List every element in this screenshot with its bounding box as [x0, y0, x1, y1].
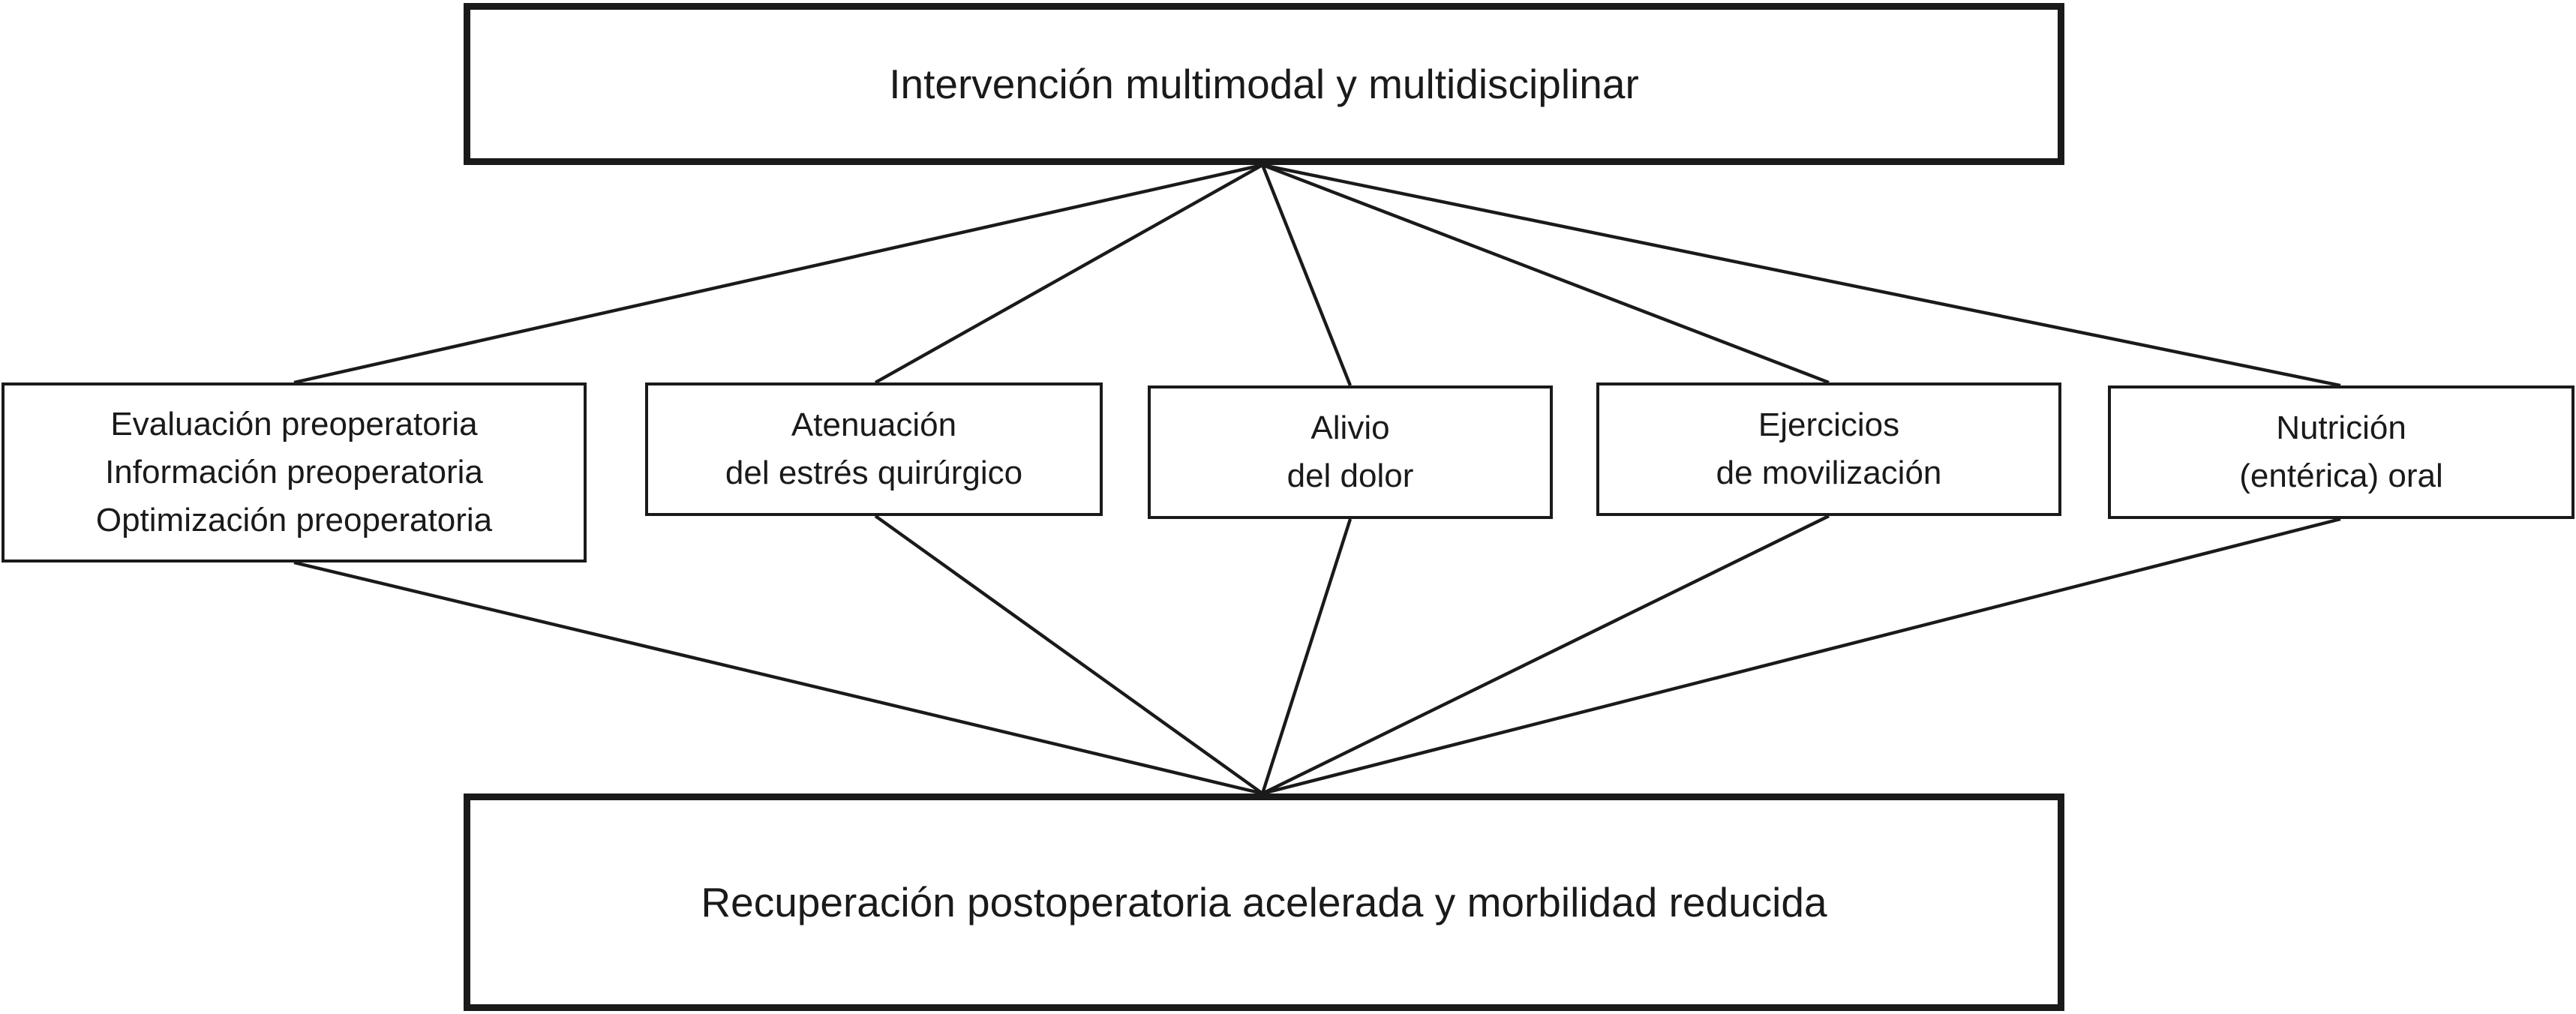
connector-evaluacion-to-bottom — [293, 560, 1263, 796]
connector-top-to-nutricion — [1262, 163, 2341, 388]
intervention-box: Intervención multimodal y multidisciplin… — [464, 3, 2064, 165]
node-line: Información preoperatoria — [105, 454, 483, 490]
evaluacion-preoperatoria-box: Evaluación preoperatoria Información pre… — [2, 382, 587, 562]
outcome-box: Recuperación postoperatoria acelerada y … — [464, 794, 2064, 1011]
outcome-label: Recuperación postoperatoria acelerada y … — [701, 879, 1827, 926]
node-line: (entérica) oral — [2239, 458, 2443, 494]
alivio-dolor-box: Alivio del dolor — [1148, 386, 1553, 519]
connector-atenuacion-to-bottom — [874, 514, 1264, 795]
connector-top-to-atenuacion — [874, 164, 1264, 384]
node-line: del estrés quirúrgico — [725, 454, 1023, 491]
connector-top-to-alivio — [1260, 164, 1353, 386]
atenuacion-estres-box: Atenuación del estrés quirúrgico — [645, 382, 1103, 516]
node-line: del dolor — [1286, 458, 1414, 494]
node-line: Atenuación — [791, 406, 957, 443]
nutricion-oral-box: Nutrición (entérica) oral — [2108, 386, 2574, 519]
intervention-label: Intervención multimodal y multidisciplin… — [889, 61, 1639, 107]
connector-alivio-to-bottom — [1260, 518, 1353, 794]
node-line: Evaluación preoperatoria — [110, 406, 478, 442]
connector-top-to-ejercicios — [1262, 163, 1830, 385]
node-line: Alivio — [1311, 410, 1390, 446]
ejercicios-movilizacion-box: Ejercicios de movilización — [1596, 382, 2061, 516]
connector-nutricion-to-bottom — [1262, 517, 2341, 796]
node-line: Ejercicios — [1758, 406, 1900, 443]
connector-top-to-evaluacion — [293, 163, 1263, 385]
node-line: de movilización — [1716, 454, 1942, 491]
connector-ejercicios-to-bottom — [1262, 514, 1830, 795]
node-line: Optimización preoperatoria — [95, 502, 493, 538]
node-line: Nutrición — [2276, 410, 2406, 446]
